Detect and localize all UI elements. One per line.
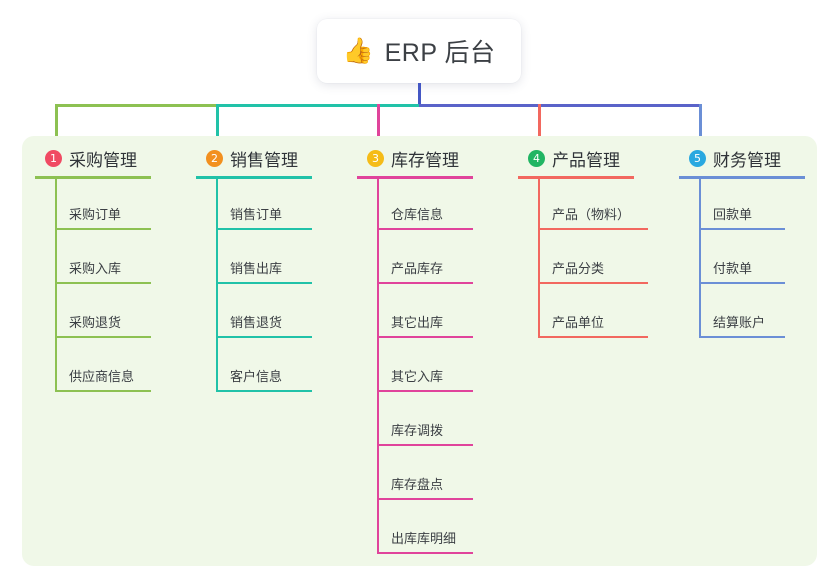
branch-rule-4: [518, 176, 634, 179]
leaf-node-rule: [538, 282, 648, 284]
trunk-line: [418, 83, 421, 107]
branch-badge-3: 3: [367, 150, 384, 167]
leaf-node-label: 仓库信息: [391, 207, 444, 222]
leaf-node-rule: [216, 336, 312, 338]
leaf-node-label: 产品（物料）: [552, 207, 631, 222]
leaf-node-label: 出库库明细: [391, 531, 457, 546]
leaf-node-rule: [55, 336, 151, 338]
drop-line-3: [377, 104, 380, 158]
leaf-node-rule: [377, 552, 473, 554]
bar-segment-2: [216, 104, 419, 107]
branch-rule-5: [679, 176, 805, 179]
branch-title-5: 财务管理: [713, 151, 781, 170]
leaf-node-label: 销售退货: [230, 315, 283, 330]
root-node-title: ERP 后台: [384, 39, 496, 67]
branch-stem-5: [699, 178, 701, 338]
branch-rule-2: [196, 176, 312, 179]
leaf-node-rule: [55, 228, 151, 230]
leaf-node-label: 产品单位: [552, 315, 605, 330]
leaf-node-label: 销售订单: [230, 207, 283, 222]
branch-stem-4: [538, 178, 540, 338]
leaf-node-label: 销售出库: [230, 261, 283, 276]
leaf-node-label: 其它出库: [391, 315, 444, 330]
leaf-node-rule: [699, 336, 785, 338]
leaf-node-label: 其它入库: [391, 369, 444, 384]
leaf-node-rule: [377, 282, 473, 284]
branch-stem-3: [377, 178, 379, 554]
leaf-node-rule: [377, 444, 473, 446]
bar-segment-3: [419, 104, 702, 107]
branch-stem-1: [55, 178, 57, 392]
leaf-node-label: 付款单: [713, 261, 753, 276]
leaf-node-label: 结算账户: [713, 315, 766, 330]
leaf-node-label: 产品库存: [391, 261, 444, 276]
branch-header-5[interactable]: 5 财务管理: [689, 146, 781, 171]
branch-rule-1: [35, 176, 151, 179]
drop-line-1: [55, 104, 58, 158]
branch-header-3[interactable]: 3 库存管理: [367, 146, 459, 171]
leaf-node-rule: [216, 390, 312, 392]
leaf-node-rule: [55, 282, 151, 284]
leaf-node-rule: [377, 228, 473, 230]
drop-line-5: [699, 104, 702, 158]
leaf-node-rule: [538, 336, 648, 338]
branch-rule-3: [357, 176, 473, 179]
branch-header-4[interactable]: 4 产品管理: [528, 146, 620, 171]
leaf-node-rule: [699, 282, 785, 284]
root-node-card[interactable]: 👍 ERP 后台: [317, 19, 521, 83]
leaf-node-rule: [377, 336, 473, 338]
drop-line-4: [538, 104, 541, 158]
leaf-node-rule: [216, 228, 312, 230]
branch-title-1: 采购管理: [69, 151, 137, 170]
branch-title-2: 销售管理: [230, 151, 298, 170]
leaf-node-rule: [699, 228, 785, 230]
branch-badge-5: 5: [689, 150, 706, 167]
branch-badge-2: 2: [206, 150, 223, 167]
thumbs-up-icon: 👍: [342, 36, 374, 65]
leaf-node-label: 采购退货: [69, 315, 122, 330]
leaf-node-label: 客户信息: [230, 369, 283, 384]
branches-panel: 1 采购管理采购订单采购入库采购退货供应商信息 2 销售管理销售订单销售出库销售退货客…: [22, 136, 817, 566]
leaf-node-label: 供应商信息: [69, 369, 135, 384]
leaf-node-rule: [216, 282, 312, 284]
branch-badge-4: 4: [528, 150, 545, 167]
leaf-node-rule: [377, 390, 473, 392]
leaf-node-label: 采购入库: [69, 261, 122, 276]
leaf-node-label: 库存盘点: [391, 477, 444, 492]
bar-segment-1: [55, 104, 216, 107]
branch-title-4: 产品管理: [552, 151, 620, 170]
leaf-node-rule: [377, 498, 473, 500]
root-node-content: 👍 ERP 后台: [342, 33, 495, 69]
branch-title-3: 库存管理: [391, 151, 459, 170]
leaf-node-label: 采购订单: [69, 207, 122, 222]
branch-stem-2: [216, 178, 218, 392]
leaf-node-rule: [538, 228, 648, 230]
branch-badge-1: 1: [45, 150, 62, 167]
branch-header-2[interactable]: 2 销售管理: [206, 146, 298, 171]
branch-header-1[interactable]: 1 采购管理: [45, 146, 137, 171]
leaf-node-label: 回款单: [713, 207, 753, 222]
drop-line-2: [216, 104, 219, 158]
leaf-node-label: 产品分类: [552, 261, 605, 276]
leaf-node-label: 库存调拨: [391, 423, 444, 438]
leaf-node-rule: [55, 390, 151, 392]
